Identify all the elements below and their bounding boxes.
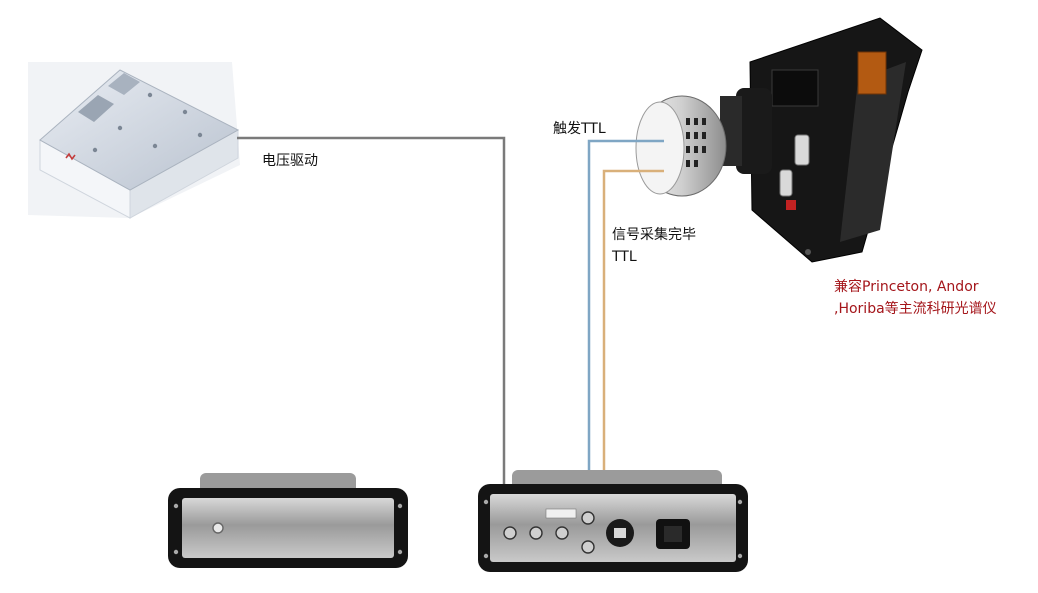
panel-screw <box>737 553 743 559</box>
stage-screw-hole <box>117 125 123 131</box>
red-indicator <box>786 200 796 210</box>
panel-screw <box>483 499 489 505</box>
usb-port-icon <box>614 528 626 538</box>
camera-rear-face <box>635 101 685 195</box>
compatibility-note-line1: 兼容Princeton, Andor <box>834 279 979 295</box>
stage-screw-hole <box>197 132 203 138</box>
brand-logo-icon <box>65 152 76 161</box>
voltage-drive-label: 电压驱动 <box>262 153 318 169</box>
housing-screw <box>805 249 811 255</box>
slit-knob <box>794 134 810 166</box>
panel-screw <box>397 549 403 555</box>
controller-box-left <box>168 473 408 568</box>
trigger-tag <box>545 508 577 519</box>
spectrometer-housing <box>749 17 923 263</box>
trigger-ttl-cable <box>587 139 664 520</box>
spectrometer-assembly <box>635 17 923 263</box>
bnc-connector-icon <box>529 526 543 540</box>
ac-power-socket <box>664 526 682 542</box>
stage-slot-2 <box>108 73 140 95</box>
voltage-drive-cable <box>237 136 506 525</box>
acquisition-done-ttl-label: TTL <box>612 249 637 265</box>
controller-box-right <box>478 470 748 572</box>
bnc-connector-icon <box>555 526 569 540</box>
grating-mount <box>771 69 819 107</box>
stage-screw-hole <box>147 92 153 98</box>
panel-screw <box>483 553 489 559</box>
panel-screw <box>173 503 179 509</box>
power-switch-icon <box>212 522 224 534</box>
bnc-connector-icon <box>581 511 595 525</box>
stage-slot <box>78 95 114 122</box>
camera-cooling-fins <box>686 118 706 167</box>
acquisition-done-label: 信号采集完毕 <box>612 227 696 243</box>
compatibility-note-line2: ,Horiba等主流科研光谱仪 <box>834 301 997 317</box>
stage-top-face <box>39 69 240 191</box>
panel-screw <box>737 499 743 505</box>
camera-lens-mount <box>736 88 772 174</box>
bnc-connector-icon <box>503 526 517 540</box>
acquisition-done-cable <box>602 169 664 540</box>
box-front-panel <box>182 498 394 558</box>
stage-screw-hole <box>152 143 158 149</box>
positioning-stage <box>28 62 240 219</box>
stage-screw-hole <box>182 109 188 115</box>
bnc-connector-icon <box>581 540 595 554</box>
trigger-ttl-label: 触发TTL <box>553 121 606 137</box>
spectrometer-panel <box>840 62 906 242</box>
slit-knob <box>779 169 793 197</box>
amber-filter <box>857 51 887 95</box>
panel-screw <box>397 503 403 509</box>
stage-screw-hole <box>92 147 98 153</box>
panel-screw <box>173 549 179 555</box>
